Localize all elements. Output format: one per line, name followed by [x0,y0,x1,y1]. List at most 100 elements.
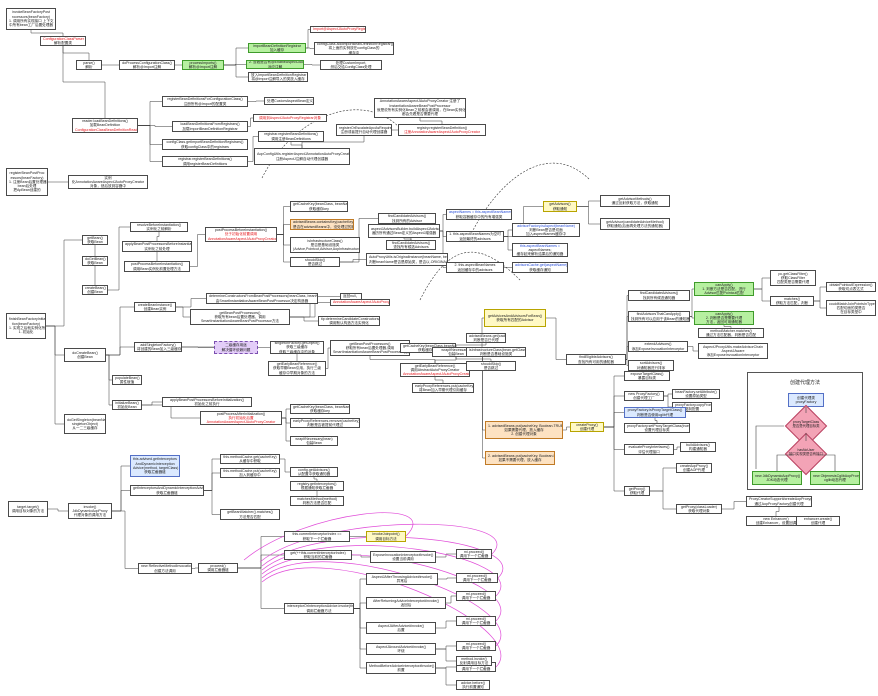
flow-node-n120[interactable]: proceed()调用拦截器链 [198,563,238,573]
flow-node-n36[interactable]: getCacheKey(beanClass, beanName)获取缓存key [290,201,348,212]
flow-node-n96[interactable]: new ProxyFactory()创建代理工厂 [624,391,664,401]
flow-node-n33[interactable]: applyBeanPostProcessorsBeforeInstantiati… [122,241,192,252]
flow-node-n128[interactable]: AfterReturningAdviceInterceptor#invoke()… [366,597,446,609]
flow-node-n131[interactable]: mi.proceed()调用下一个拦截器 [456,616,496,626]
flow-node-n45[interactable]: 1. this.aspectBeanNames为空时返回最终的advisors [446,231,504,242]
flow-node-n117[interactable]: matchesMethod(method)判断方法是否匹配 [290,496,344,506]
flow-node-n17[interactable]: 处理CustomAspectBean定义 [264,97,314,105]
flow-node-n119[interactable]: new ReflectiveMethodInvocation()创建方法调用 [138,563,192,574]
flow-node-n103[interactable]: getProxy()获取代理 [624,486,650,496]
flow-node-n83[interactable]: findCandidateAdvisors()找到所有候选通知器 [628,290,690,301]
flow-node-n31[interactable]: doGetSingleton(beanName,singletonObject)… [64,414,106,434]
flow-node-n79[interactable]: 1. advisedBeans.put(cacheKey, Boolean.TR… [485,421,563,439]
flow-node-n138[interactable]: method.invoke()反射调用目标方法 [456,656,492,666]
flow-node-n101[interactable]: evaluateProxyInterfaces()评估代理接口 [624,444,674,455]
flow-node-n134[interactable]: MethodBeforeAdviceInterceptor#invoke()前置 [366,662,436,674]
flow-node-n104[interactable]: createAopProxy()创建AOP代理 [676,463,712,473]
flow-node-n3[interactable]: parse()解析 [76,60,102,70]
flow-node-n10[interactable]: 2. 查看是否有@EnableAspectJAutoProxy对应注解 [246,60,304,69]
flow-node-n113[interactable]: this.methodCache.get(cacheKey)从缓存中获取 [220,454,280,464]
flow-node-n80[interactable]: 2. advisedBeans.put(cacheKey, Boolean.FA… [485,451,555,465]
flow-node-n20[interactable]: AopConfigUtils.registerAspectJAnnotation… [254,148,350,165]
flow-node-n75[interactable]: getAdvicesAndAdvisorsForBean()获取所有匹配的Adv… [484,309,546,327]
flow-node-n130[interactable]: AspectJAfterAdvice#invoke()后置 [366,622,436,634]
flow-node-n108[interactable]: enhancer.create()创建代理 [796,516,840,526]
flow-node-n137[interactable]: interceptorOrInterceptionAdvice.invoke(t… [284,603,354,614]
flow-node-n99[interactable]: proxyFactory.isProxyTargetClass()判断是否使用c… [624,407,686,418]
flow-node-n27[interactable]: getBean()获取Bean [82,235,108,245]
flow-node-n18[interactable]: 调用到AspectJAutoProxyRegistrar对象 [253,114,327,122]
flow-node-n77[interactable]: isInfrastructureClass(bean.getClass())判断… [466,347,526,357]
flow-node-n34[interactable]: postProcessBeforeInstantiation()调用Bean实例… [124,261,190,272]
flow-node-n133[interactable]: mi.proceed()调用下一个拦截器 [456,641,496,651]
flow-node-n55[interactable]: createBeanInstance()创建Bean实例 [134,302,176,312]
flow-node-n42[interactable]: findCandidateAdvisors()查找所有候选Advisors [386,240,436,250]
flow-node-n125[interactable]: mi.proceed()调用下一个拦截器 [456,549,492,559]
flow-node-n81[interactable]: createProxy()创建代理 [570,422,604,432]
flow-node-n90[interactable]: matches()获取方法匹配，判断 [770,296,814,306]
flow-node-n39[interactable]: shouldSkip()是否跳过 [290,257,340,267]
flow-node-n64[interactable]: getEarlyBeanReference()获取早期Bean引用，执行三级缓存… [268,361,326,376]
flow-node-n63[interactable]: singletonFactory.getObject()获取三级缓存获取三级缓存… [270,341,324,354]
flow-node-n32[interactable]: resolveBeforeInstantiation()实例化之前解析 [130,222,188,232]
flow-node-n127[interactable]: mi.proceed()调用下一个拦截器 [456,573,498,583]
flow-node-n8[interactable]: Import@AspectJAutoProxyRegistrar [310,26,366,33]
flow-node-n19[interactable]: registrar.registerBeanDefinitions()调用注册B… [258,131,324,142]
flow-node-n123[interactable]: get(++this.currentInterceptorIndex)获取当前的… [284,550,352,560]
flow-node-n38[interactable]: isInfrastructureClass()是否是基础设施类(Advice,P… [290,237,360,253]
flow-node-n48[interactable]: advisorFactory.isAspect(beanName)判断Bean是… [512,223,580,237]
flow-node-n35[interactable]: postProcessBeforeInstantiation()处于初始化前置调… [205,227,277,242]
flow-node-n23[interactable]: registry.registerBeanDefinition()注册Annot… [398,124,486,136]
flow-node-n72[interactable]: getCacheKey(beanClass, beanName)获取缓存key [290,404,350,414]
flow-node-n92[interactable]: couldMatchJoinPointsInType()匹配切面的类是否在目标类… [826,300,876,316]
flow-node-n76[interactable]: advisedBeans.get(cacheKey)判断是否已代理 [466,333,506,343]
flow-node-n97[interactable]: beanFactory.setAttribute()设置原始类型 [672,389,720,399]
flow-node-n21[interactable]: registerOrEscalateApcAsRequired()注册或者提升自… [336,124,392,136]
flow-node-n60[interactable]: AnnotationAwareAspectJAutoProxyCreator [330,299,390,306]
flow-node-n126[interactable]: AspectJAfterThrowingAdvice#invoke()异常后 [366,573,438,585]
flow-node-n74[interactable]: wrapIfNecessary(bean)包装Bean [290,436,338,446]
flow-node-n26[interactable]: finishBeanFactoryInitialization(beanFact… [6,313,46,339]
flow-node-n114[interactable]: this.methodCache.put(cacheKey)加入到缓存中 [220,468,280,478]
flow-node-n13[interactable]: registerBeanDefinitionsForConfigurationC… [162,96,248,107]
flow-node-n93[interactable]: methodMatcher.matches()通过方法匹配器，判断是否匹配 [698,328,764,338]
flow-node-n132[interactable]: AspectJAroundAdvice#invoke()环绕 [366,643,436,655]
flow-node-n53[interactable]: populateBean()属性赋值 [112,375,142,385]
flow-node-n84[interactable]: findAdvisorsThatCanApply()找到所有可以应用于该Bean… [628,311,690,322]
flow-node-n115[interactable]: config.getAdvisors()从配置中获取通知器 [290,467,338,477]
flow-node-n109[interactable]: target.target()调用目标对象的方法 [8,501,48,517]
flow-node-n57[interactable]: determineConstructorsFromBeanPostProcess… [206,293,318,304]
flow-node-n73[interactable]: earlyProxyReferences.remove(cacheKey)判断是… [290,418,360,428]
flow-node-n41[interactable]: AutoProxyUtils.isOriginalInstance(beanNa… [366,253,448,266]
flow-node-n56[interactable]: addSingletonFactory()将创建的Bean加入三级缓存 [134,342,182,352]
flow-node-n51[interactable]: getAdvisorMethods()通过反射获取方法，获取通知 [600,195,670,207]
flow-node-n43[interactable]: aspectJAdvisorsBuilder.buildAspectJAdvis… [368,224,440,238]
flow-node-n102[interactable]: buildAdvisors()构建通知器 [680,442,716,452]
flow-node-n28[interactable]: doGetBean()获取Bean [82,256,108,266]
flow-node-n129[interactable]: mi.proceed()调用下一个拦截器 [456,591,496,601]
flow-node-n116[interactable]: registry.getInterceptors()根据通知获取拦截器 [290,481,344,491]
flow-node-n122[interactable]: invokeJoinpoint()调用目标方法 [366,531,406,542]
flow-node-n100[interactable]: proxyFactory.setProxyTargetClass(true)设置… [624,423,690,433]
flow-node-n124[interactable]: ExposeInvocationInterceptor#invoke()设置当前… [370,551,436,563]
flow-node-n25[interactable]: 实例化AnnotationAwareAspectJAutoProxyCreato… [68,175,148,189]
flow-node-n70[interactable]: applyBeanPostProcessorsBeforeInitializat… [162,397,252,407]
flow-node-n121[interactable]: this.currentInterceptorIndex ==获取下一个拦截器 [284,531,350,542]
flow-node-n52[interactable]: getAdvisor(candidateAdviceMethod)获取通知(后面… [600,218,670,230]
flow-node-n29[interactable]: createBean()创建Bean [82,285,108,295]
flow-node-n61[interactable]: tip:determineCandidateConstructors()调用默认… [318,316,380,326]
legend-cglib-node[interactable]: new ObjenesisCglibAopProxy() cglib动态代理 [810,471,860,485]
flow-node-n22[interactable]: AnnotationAwareAspectJAutoProxyCreator 注… [374,98,466,118]
